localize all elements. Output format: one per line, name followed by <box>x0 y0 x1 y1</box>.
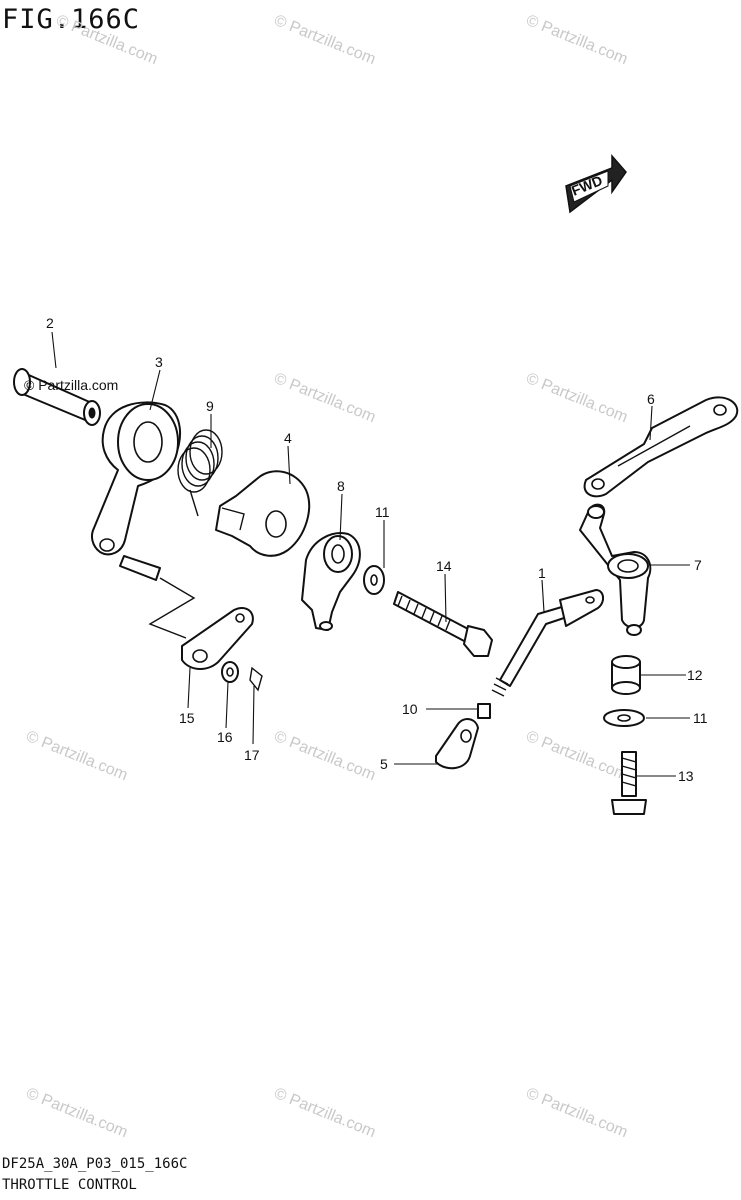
diagram-title: THROTTLE CONTROL <box>2 1177 137 1193</box>
bolt-icon <box>393 591 493 657</box>
diagram-code: DF25A_30A_P03_015_166C <box>2 1156 188 1172</box>
callout-11-upper: 11 <box>375 504 390 520</box>
callout-7: 7 <box>694 557 702 573</box>
link-arm-icon <box>583 396 739 498</box>
throttle-rod-icon <box>491 589 604 697</box>
callout-14: 14 <box>436 558 452 574</box>
washer-icon <box>221 661 239 683</box>
callout-11-lower: 11 <box>693 710 708 726</box>
clip-icon <box>249 666 263 692</box>
callout-10: 10 <box>402 701 418 717</box>
washer-icon <box>363 565 385 595</box>
callout-8: 8 <box>337 478 345 494</box>
callout-2: 2 <box>46 315 54 331</box>
spring-icon <box>177 429 223 517</box>
callout-5: 5 <box>380 756 388 772</box>
throttle-lever-icon <box>91 401 182 556</box>
arm-icon <box>181 606 254 670</box>
bushing-icon <box>611 655 641 695</box>
callout-6: 6 <box>647 391 655 407</box>
figure-title: FIG.166C <box>2 4 141 35</box>
collar-icon: © Partzilla.com <box>13 368 118 426</box>
callout-9: 9 <box>206 398 214 414</box>
bracket-lever-icon <box>301 532 361 631</box>
callout-4: 4 <box>284 430 292 446</box>
pin-icon <box>119 555 161 581</box>
cam-plate-icon <box>215 470 311 557</box>
collar-watermark-text: © Partzilla.com <box>24 377 118 393</box>
callout-1: 1 <box>538 565 546 581</box>
pivot-lever-icon <box>579 503 652 636</box>
bolt-icon <box>611 751 647 815</box>
callout-12: 12 <box>687 667 703 683</box>
callout-16: 16 <box>217 729 233 745</box>
washer-icon <box>603 709 645 727</box>
nut-icon <box>477 703 491 719</box>
fwd-arrow-icon: FWD <box>565 154 627 214</box>
rod-end-icon <box>435 718 479 770</box>
callout-13: 13 <box>678 768 694 784</box>
leader-lines <box>51 331 690 777</box>
callout-3: 3 <box>155 354 163 370</box>
arm-link-line <box>148 577 196 639</box>
callout-17: 17 <box>244 747 260 763</box>
callout-15: 15 <box>179 710 195 726</box>
